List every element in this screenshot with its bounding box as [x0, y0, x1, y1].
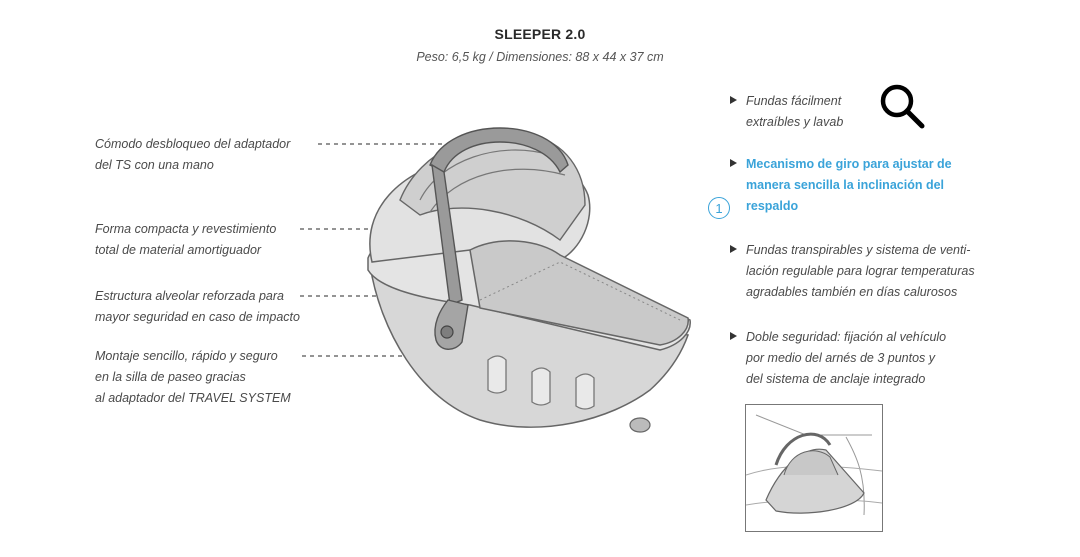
feature-line: agradables también en días calurosos	[746, 285, 958, 299]
callout-line: mayor seguridad en caso de impacto	[95, 310, 300, 324]
feature-recline-mechanism: Mecanismo de giro para ajustar de manera…	[730, 154, 952, 217]
callout-line: al adaptador del TRAVEL SYSTEM	[95, 391, 291, 405]
feature-line: lación regulable para lograr temperatura…	[746, 264, 975, 278]
feature-line: Fundas transpirables y sistema de venti-	[746, 243, 971, 257]
callout-line: total de material amortiguador	[95, 243, 262, 257]
triangle-bullet-icon	[730, 96, 737, 104]
feature-breathable-covers: Fundas transpirables y sistema de venti-…	[730, 240, 975, 303]
feature-line: respaldo	[746, 199, 799, 213]
feature-line: del sistema de anclaje integrado	[746, 372, 926, 386]
callout-line: del TS con una mano	[95, 158, 214, 172]
feature-line: por medio del arnés de 3 puntos y	[746, 351, 936, 365]
triangle-bullet-icon	[730, 332, 737, 340]
feature-line: manera sencilla la inclinación del	[746, 178, 944, 192]
car-seat-drawing	[745, 414, 883, 516]
magnifier-icon[interactable]	[878, 82, 928, 132]
callout-line: Montaje sencillo, rápido y seguro	[95, 349, 278, 363]
triangle-bullet-icon	[730, 159, 737, 167]
callout-compact-shape: Forma compacta y revestimiento total de …	[95, 219, 276, 261]
feature-line: Doble seguridad: fijación al vehículo	[746, 330, 947, 344]
feature-double-safety: Doble seguridad: fijación al vehículo po…	[730, 327, 947, 390]
product-title: SLEEPER 2.0	[494, 26, 586, 42]
feature-removable-covers: Fundas fácilment extraíbles y lavab	[730, 91, 844, 133]
step-number-badge: 1	[708, 197, 730, 219]
callout-honeycomb-structure: Estructura alveolar reforzada para mayor…	[95, 286, 300, 328]
callout-easy-assembly: Montaje sencillo, rápido y seguro en la …	[95, 346, 291, 409]
callout-line: Estructura alveolar reforzada para	[95, 289, 284, 303]
feature-line: Fundas fácilment	[746, 94, 842, 108]
triangle-bullet-icon	[730, 245, 737, 253]
callout-line: en la silla de paseo gracias	[95, 370, 246, 384]
callout-line: Cómodo desbloqueo del adaptador	[95, 137, 291, 151]
feature-line: Mecanismo de giro para ajustar de	[746, 157, 952, 171]
product-specs: Peso: 6,5 kg / Dimensiones: 88 x 44 x 37…	[416, 50, 664, 64]
callout-line: Forma compacta y revestimiento	[95, 222, 277, 236]
car-installation-thumbnail	[745, 404, 883, 532]
callout-unlock-adapter: Cómodo desbloqueo del adaptador del TS c…	[95, 134, 290, 176]
overlay-mask	[852, 88, 876, 132]
feature-line: extraíbles y lavab	[746, 115, 844, 129]
